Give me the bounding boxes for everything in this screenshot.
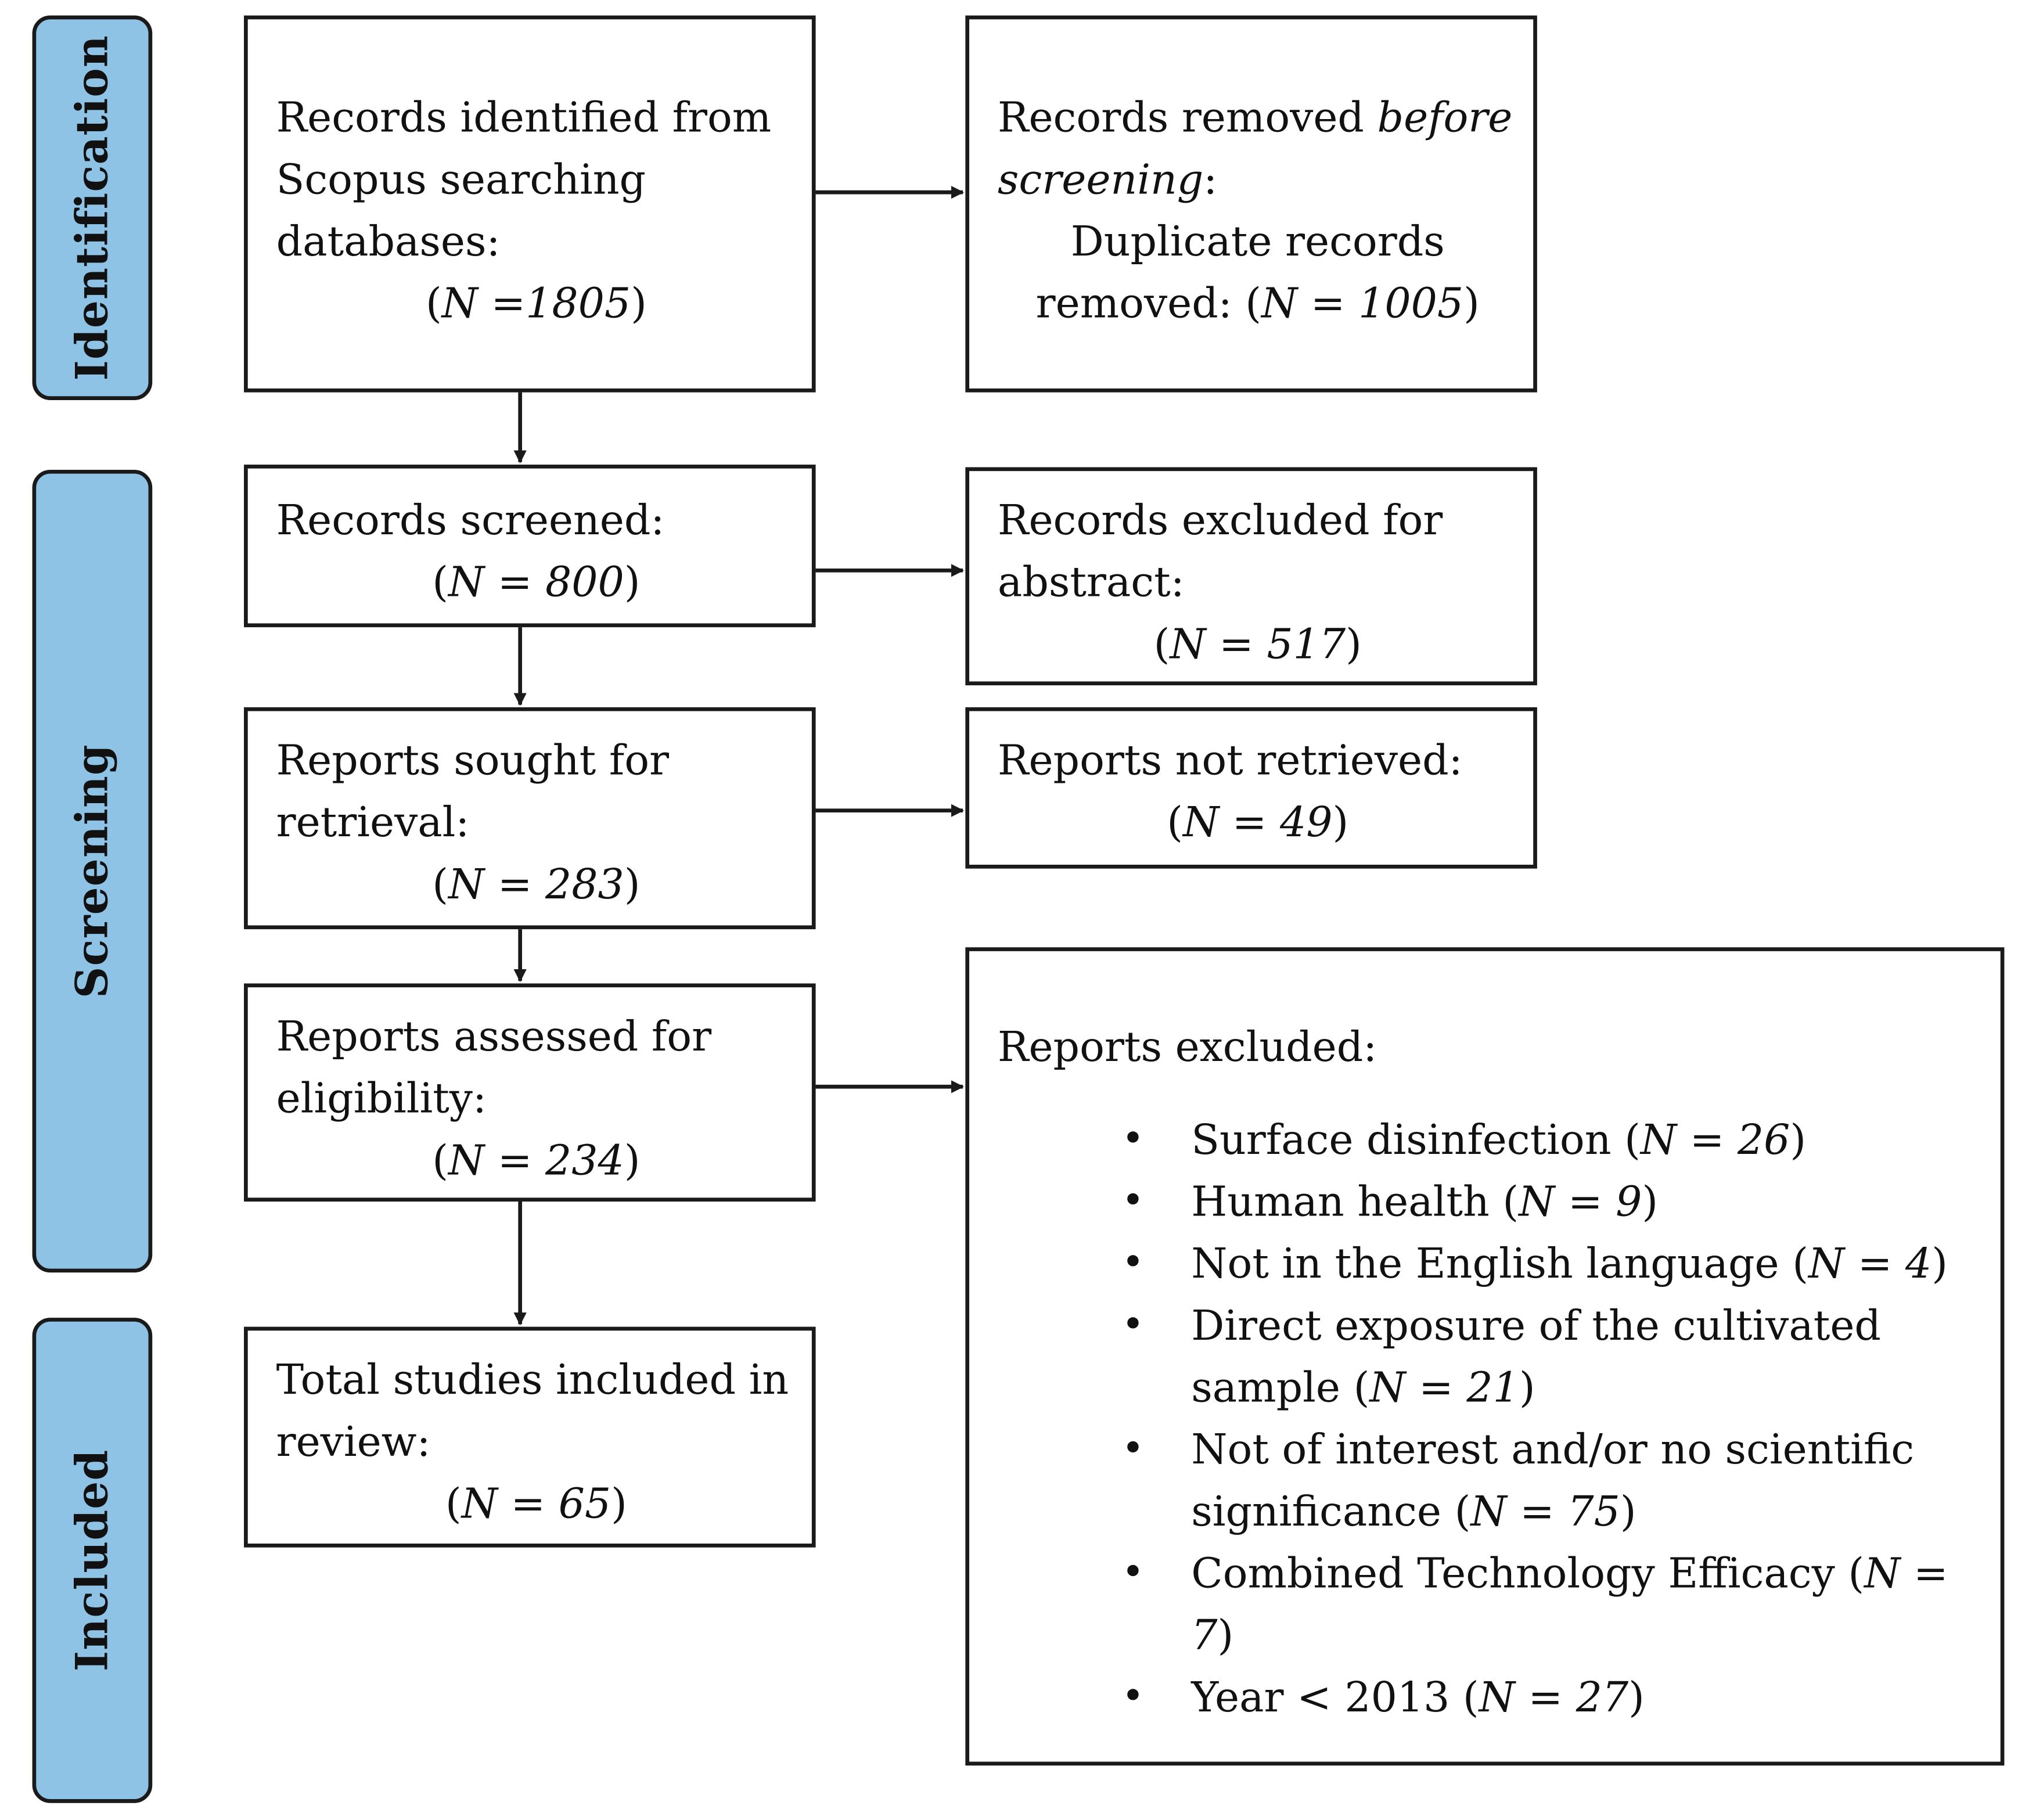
excluded-abstract-line-2: abstract: [997,557,1185,607]
phase-included: Included [32,1318,153,1803]
not-retrieved-line-1: Reports not retrieved: [997,735,1463,785]
reports-excluded-list: Surface disinfection (N = 26) Human heal… [1121,1109,2000,1728]
sought-line-2: retrieval: [276,797,470,847]
sought-line-1: Reports sought for [276,735,670,785]
exclusion-item: Year < 2013 (N = 27) [1121,1666,2000,1728]
reports-excluded-title: Reports excluded: [997,1022,1377,1071]
box-reports-excluded: Reports excluded: Surface disinfection (… [965,947,2005,1766]
box-records-identified: Records identified from Scopus searching… [244,15,816,393]
box-records-screened: Records screened: (N = 800) [244,465,816,628]
included-count: (N = 65) [445,1479,627,1528]
exclusion-item: Human health (N = 9) [1121,1171,2000,1233]
exclusion-item: Direct exposure of the cultivatedsample … [1121,1294,2000,1418]
identified-count: (N =1805) [425,279,647,328]
box-reports-not-retrieved: Reports not retrieved: (N = 49) [965,707,1537,869]
removed-count: removed: (N = 1005) [1035,279,1480,328]
assessed-line-1: Reports assessed for [276,1012,712,1061]
excluded-abstract-count: (N = 517) [1153,619,1362,669]
assessed-line-2: eligibility: [276,1074,487,1123]
box-records-excluded-abstract: Records excluded for abstract: (N = 517) [965,467,1537,686]
exclusion-item: Surface disinfection (N = 26) [1121,1109,2000,1171]
sought-count: (N = 283) [432,859,641,909]
box-reports-sought: Reports sought for retrieval: (N = 283) [244,707,816,930]
box-records-removed: Records removed before screening: Duplic… [965,15,1537,393]
box-reports-assessed: Reports assessed for eligibility: (N = 2… [244,983,816,1202]
exclusion-item: Not in the English language (N = 4) [1121,1232,2000,1294]
box-total-studies-included: Total studies included in review: (N = 6… [244,1326,816,1548]
screened-line-1: Records screened: [276,495,665,545]
phase-identification: Identification [32,15,153,400]
identified-line-1: Records identified from [276,93,772,142]
phase-screening: Screening [32,469,153,1273]
identified-line-2: Scopus searching [276,154,646,204]
exclusion-item: Combined Technology Efficacy (N = 7) [1121,1542,2000,1666]
removed-line-1: Records removed before [997,93,1513,142]
removed-line-3: Duplicate records [1070,217,1445,266]
removed-line-2: screening: [997,154,1218,204]
included-line-1: Total studies included in [276,1355,789,1404]
included-line-2: review: [276,1417,431,1466]
not-retrieved-count: (N = 49) [1167,797,1349,847]
excluded-abstract-line-1: Records excluded for [997,495,1443,545]
assessed-count: (N = 234) [432,1135,641,1185]
identified-line-3: databases: [276,217,501,266]
screened-count: (N = 800) [432,557,641,607]
exclusion-item: Not of interest and/or no scientificsign… [1121,1418,2000,1542]
